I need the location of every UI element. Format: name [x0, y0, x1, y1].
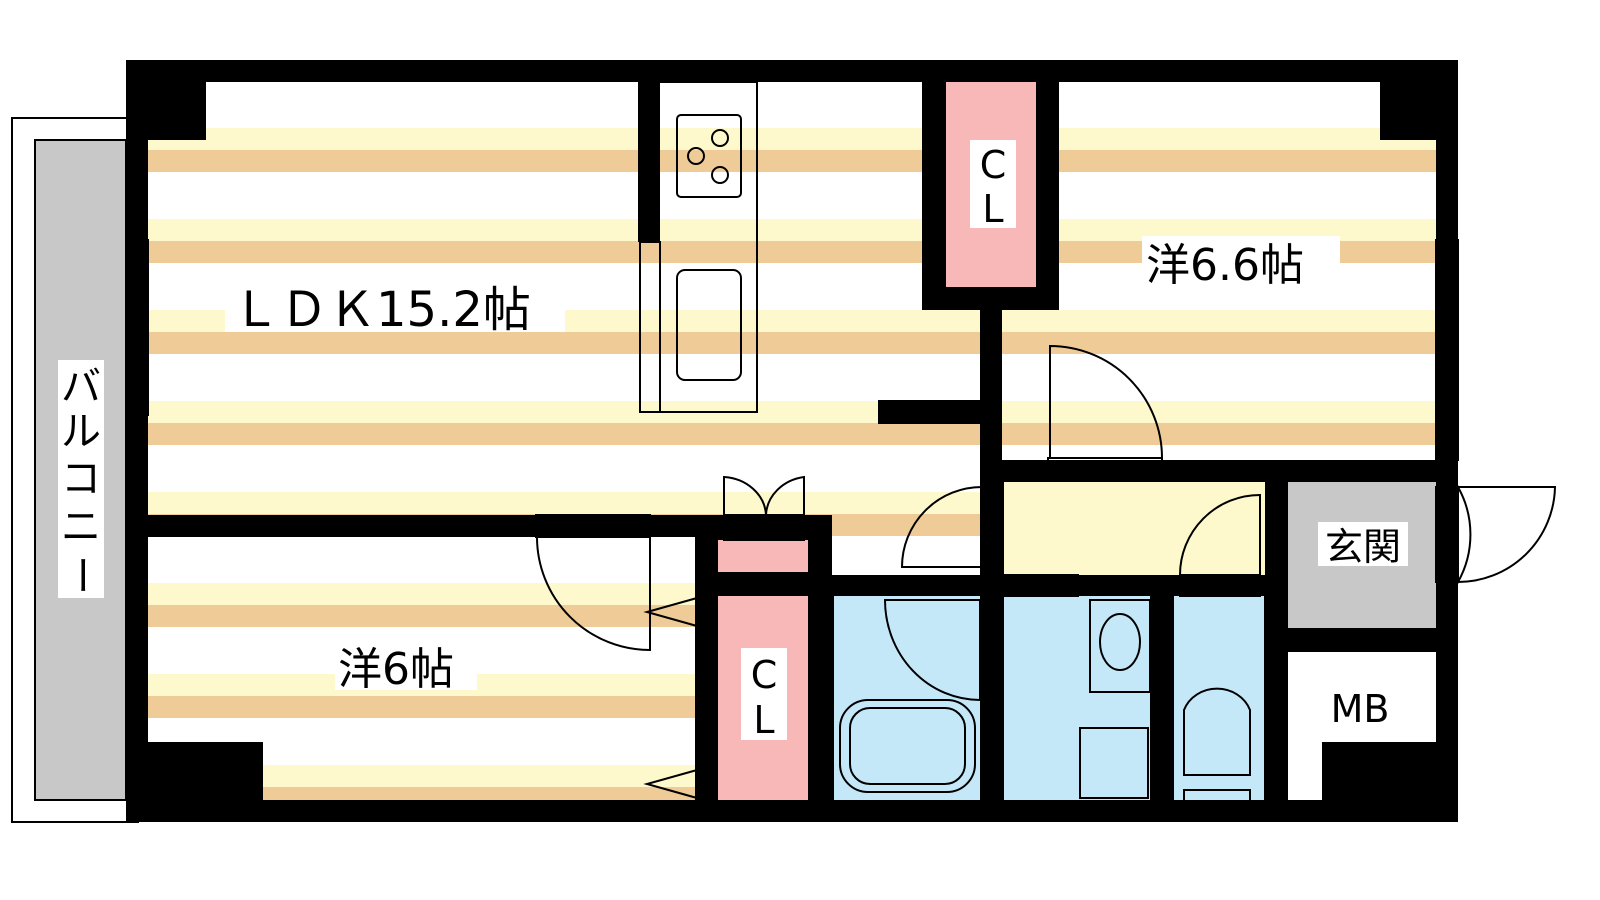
ldk-label: ＬＤＫ15.2帖	[232, 282, 531, 338]
balcony	[11, 117, 139, 823]
door-western-b[interactable]	[535, 514, 651, 652]
corner-pillar	[126, 60, 206, 140]
closet-b-label-1: C	[751, 653, 778, 697]
svg-text:コ: コ	[61, 456, 101, 502]
closet-b-label-2: L	[753, 698, 774, 742]
window-western-a	[1435, 239, 1459, 461]
bathroom	[834, 596, 980, 800]
toilet-icon	[1183, 687, 1251, 800]
western-room-b-label: 洋6帖	[338, 644, 454, 695]
western-room-a-label: 洋6.6帖	[1146, 240, 1304, 291]
balcony-label: バ ル コ ニ ー	[58, 364, 104, 595]
svg-text:バ: バ	[61, 364, 101, 410]
hallway	[1004, 482, 1266, 575]
window-ldk	[125, 239, 149, 416]
svg-text:ー: ー	[58, 555, 104, 595]
washing-machine-space	[1079, 727, 1149, 799]
meter-box-label: MB	[1331, 687, 1390, 731]
closet-a-label-1: C	[980, 143, 1007, 187]
sink-icon	[676, 269, 742, 381]
storage-small	[718, 540, 808, 572]
meter-box	[1288, 652, 1436, 742]
stove-icon	[676, 114, 742, 198]
entrance-label: 玄関	[1325, 525, 1401, 569]
bathtub-icon	[839, 699, 976, 793]
washroom	[1004, 596, 1150, 800]
front-door[interactable]	[1435, 483, 1557, 586]
svg-text:ニ: ニ	[61, 504, 101, 550]
washbasin-icon	[1099, 613, 1141, 671]
svg-text:ル: ル	[61, 409, 101, 455]
closet-a-label-2: L	[982, 187, 1003, 231]
kitchen-counter	[638, 81, 758, 413]
